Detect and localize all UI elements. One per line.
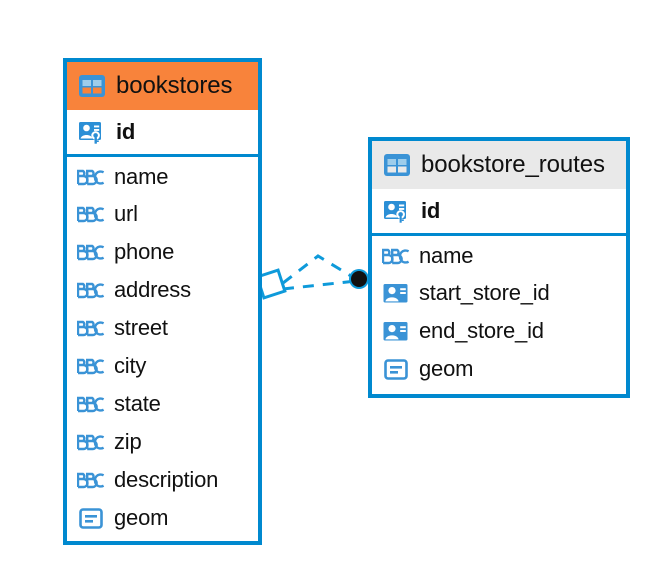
filled-circle-marker: [349, 269, 369, 289]
foreign-key-icon: [383, 284, 408, 303]
foreign-key-icon: [383, 322, 408, 341]
field-list-bookstores: id name url: [67, 110, 258, 541]
relationship-line-upper: [282, 254, 357, 285]
field-row-end-store-id[interactable]: end_store_id: [372, 312, 626, 350]
entity-bookstores[interactable]: bookstores id: [63, 58, 262, 545]
field-label: city: [114, 353, 147, 378]
field-label: id: [116, 119, 136, 144]
field-label: url: [114, 201, 138, 226]
field-label: description: [114, 467, 219, 492]
field-row-address[interactable]: address: [67, 271, 258, 309]
field-row-name[interactable]: name: [67, 157, 258, 195]
field-row-name[interactable]: name: [372, 236, 626, 274]
abc-icon: [77, 320, 105, 337]
field-label: name: [114, 164, 169, 189]
abc-icon: [77, 396, 105, 413]
abc-icon: [77, 472, 105, 489]
entity-bookstore-routes[interactable]: bookstore_routes id: [368, 137, 630, 398]
entity-title: bookstores: [116, 71, 233, 99]
primary-key-icon: [384, 201, 406, 223]
relationship-line-lower: [282, 279, 357, 291]
field-label: id: [421, 198, 441, 223]
table-icon: [79, 74, 105, 97]
field-row-id[interactable]: id: [372, 189, 626, 236]
field-label: geom: [114, 505, 169, 530]
field-label: zip: [114, 429, 142, 454]
field-label: name: [419, 243, 474, 268]
field-row-url[interactable]: url: [67, 195, 258, 233]
field-row-city[interactable]: city: [67, 347, 258, 385]
field-row-phone[interactable]: phone: [67, 233, 258, 271]
abc-icon: [77, 282, 105, 299]
field-label: street: [114, 315, 168, 340]
field-label: geom: [419, 356, 474, 381]
field-row-geom[interactable]: geom: [372, 350, 626, 388]
field-label: state: [114, 391, 161, 416]
field-row-state[interactable]: state: [67, 385, 258, 423]
field-label: address: [114, 277, 191, 302]
field-label: phone: [114, 239, 175, 264]
abc-icon: [77, 434, 105, 451]
entity-title: bookstore_routes: [421, 150, 605, 178]
field-row-geom[interactable]: geom: [67, 499, 258, 537]
field-list-bookstore-routes: id name start_store_id: [372, 189, 626, 394]
abc-icon: [77, 206, 105, 223]
primary-key-icon: [79, 122, 101, 144]
field-row-start-store-id[interactable]: start_store_id: [372, 274, 626, 312]
field-row-street[interactable]: street: [67, 309, 258, 347]
field-label: start_store_id: [419, 280, 550, 305]
field-label: end_store_id: [419, 318, 544, 343]
field-row-id[interactable]: id: [67, 110, 258, 157]
geometry-icon: [384, 359, 408, 380]
entity-header-bookstore-routes[interactable]: bookstore_routes: [372, 141, 626, 189]
geometry-icon: [79, 508, 103, 529]
field-row-zip[interactable]: zip: [67, 423, 258, 461]
table-icon: [384, 153, 410, 176]
abc-icon: [77, 358, 105, 375]
entity-header-bookstores[interactable]: bookstores: [67, 62, 258, 110]
field-row-description[interactable]: description: [67, 461, 258, 499]
abc-icon: [382, 248, 410, 265]
abc-icon: [77, 244, 105, 261]
abc-icon: [77, 169, 105, 186]
